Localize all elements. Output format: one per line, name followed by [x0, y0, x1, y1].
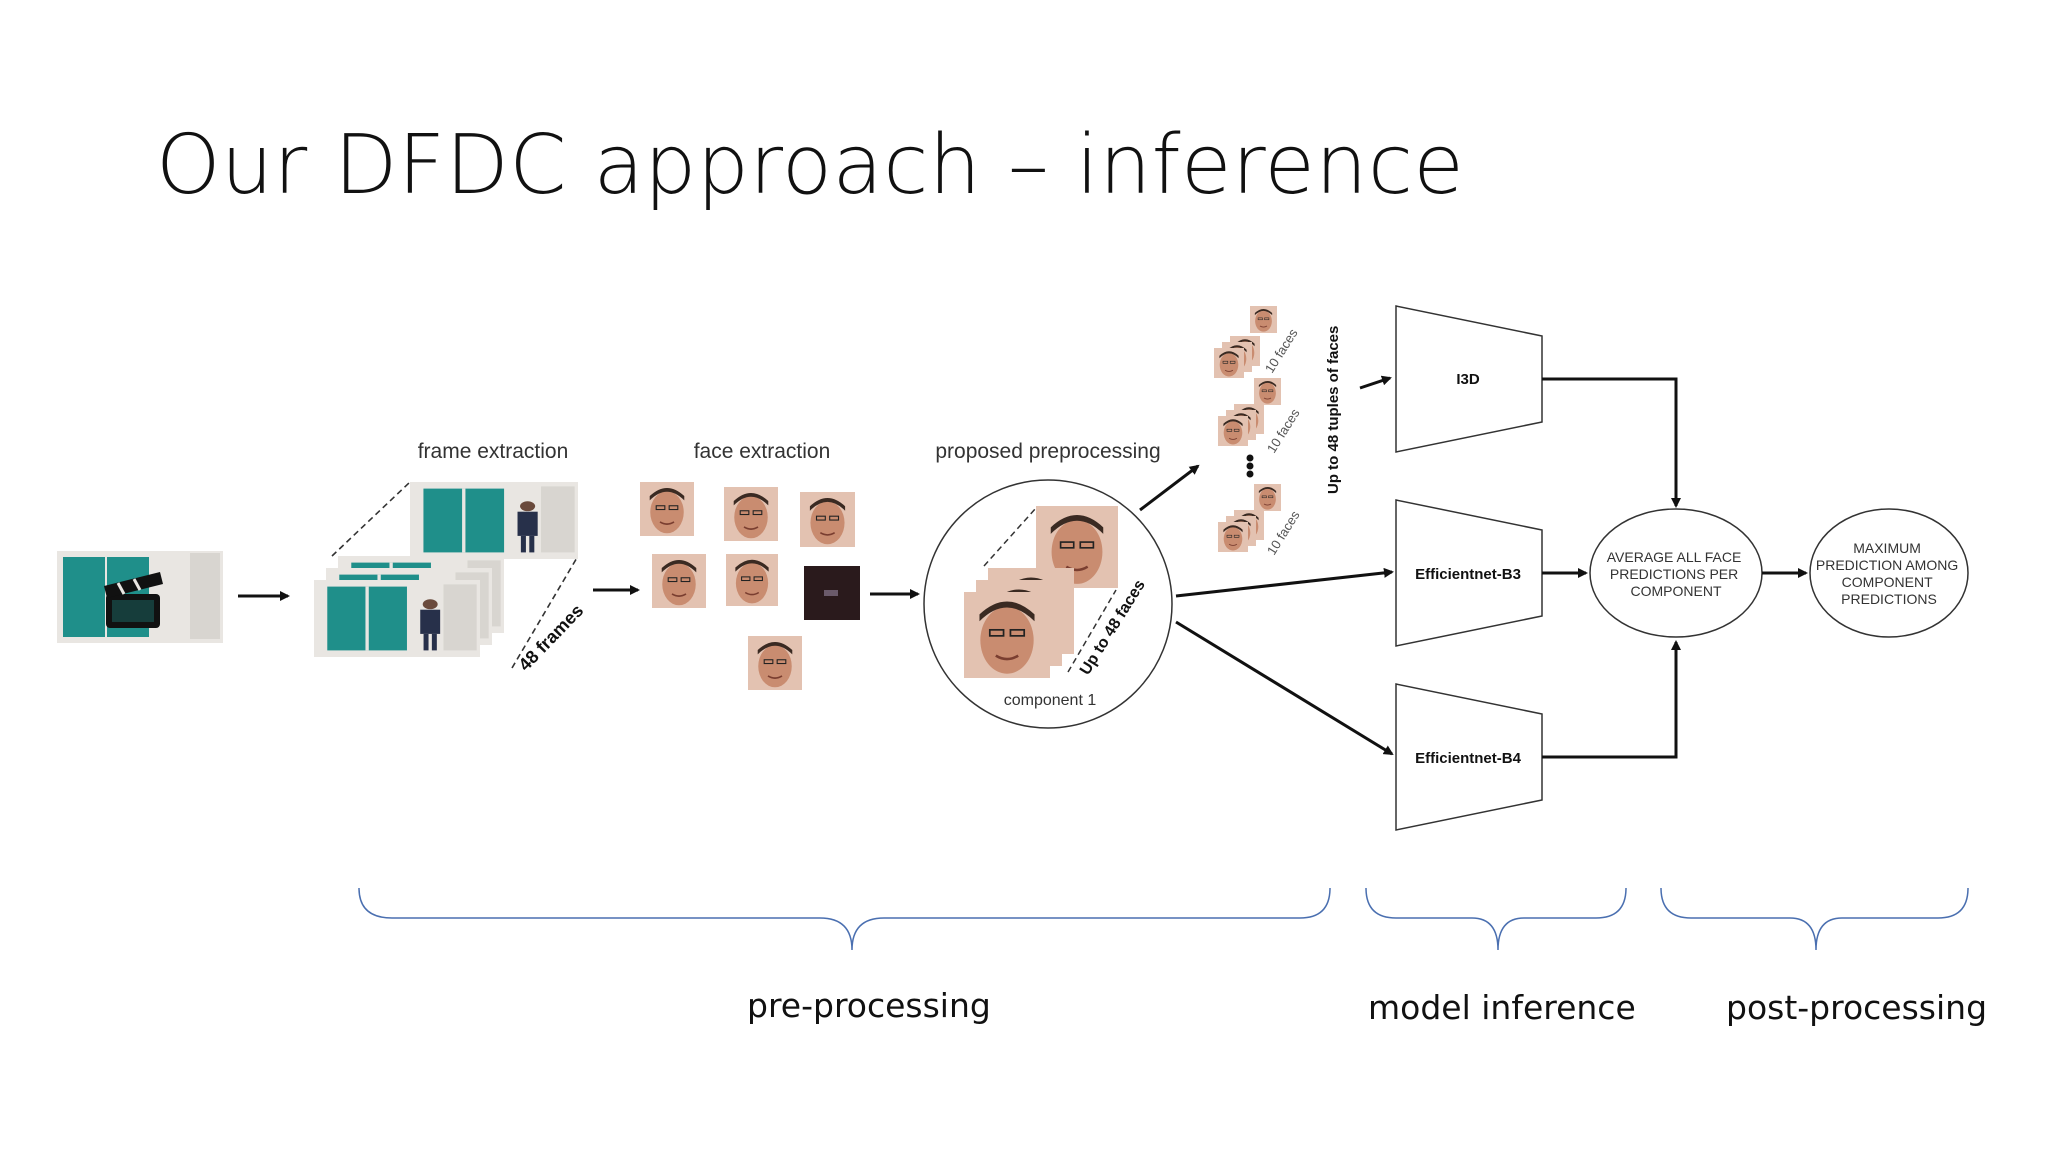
- max-line-4: PREDICTIONS: [1841, 591, 1937, 607]
- slide-title: Our DFDC approach – inference: [156, 118, 1465, 213]
- arrow-to-i3d: [1359, 375, 1392, 390]
- arrow-b4-to-average: [1542, 640, 1681, 759]
- arrow-to-b4: [1175, 620, 1394, 756]
- input-video-thumbnail: [57, 551, 223, 643]
- ten-faces-label-2: 10 faces: [1264, 406, 1303, 456]
- ten-faces-label-3: 10 faces: [1264, 508, 1303, 558]
- efficientnet-b3-block: [1395, 499, 1543, 647]
- max-node: [1809, 508, 1969, 638]
- max-line-3: COMPONENT: [1842, 574, 1933, 590]
- i3d-model-block: [1395, 305, 1543, 453]
- face-extraction-label: face extraction: [694, 440, 831, 463]
- average-line-1: AVERAGE ALL FACE: [1607, 549, 1742, 565]
- max-node-text: MAXIMUM PREDICTION AMONG COMPONENT PREDI…: [1816, 540, 1962, 607]
- post-processing-brace: [1660, 887, 1969, 951]
- efficientnet-b3-label: Efficientnet-B3: [1415, 566, 1521, 583]
- efficientnet-b4-label: Efficientnet-B4: [1415, 750, 1522, 767]
- max-line-2: PREDICTION AMONG: [1816, 557, 1958, 573]
- model-inference-brace: [1365, 887, 1627, 951]
- average-node-text: AVERAGE ALL FACE PREDICTIONS PER COMPONE…: [1607, 549, 1746, 599]
- component-faces: [962, 504, 1120, 680]
- post-processing-caption: post-processing: [1726, 988, 1988, 1027]
- average-line-3: COMPONENT: [1631, 583, 1722, 599]
- frame-stack: [312, 480, 580, 669]
- model-inference-caption: model inference: [1368, 988, 1636, 1027]
- video-clapper-icon: [104, 572, 163, 628]
- pre-processing-caption: pre-processing: [747, 986, 991, 1025]
- i3d-label: I3D: [1456, 371, 1480, 388]
- face-tuples: [1213, 305, 1282, 553]
- average-line-2: PREDICTIONS PER: [1610, 566, 1738, 582]
- tuples-label: Up to 48 tuples of faces: [1325, 326, 1342, 494]
- arrow-to-tuples: [1139, 464, 1200, 512]
- frame-extraction-label: frame extraction: [418, 440, 569, 463]
- extracted-faces: [639, 481, 860, 691]
- arrow-i3d-to-average: [1542, 377, 1681, 508]
- component-label: component 1: [1004, 692, 1097, 709]
- ten-faces-label-1: 10 faces: [1262, 326, 1301, 376]
- max-line-1: MAXIMUM: [1853, 540, 1921, 556]
- proposed-preprocessing-label: proposed preprocessing: [935, 440, 1160, 463]
- pre-processing-brace: [358, 887, 1331, 951]
- arrow-to-b3: [1175, 567, 1394, 598]
- efficientnet-b4-block: [1395, 683, 1543, 831]
- frames-count-label: 48 frames: [514, 600, 587, 674]
